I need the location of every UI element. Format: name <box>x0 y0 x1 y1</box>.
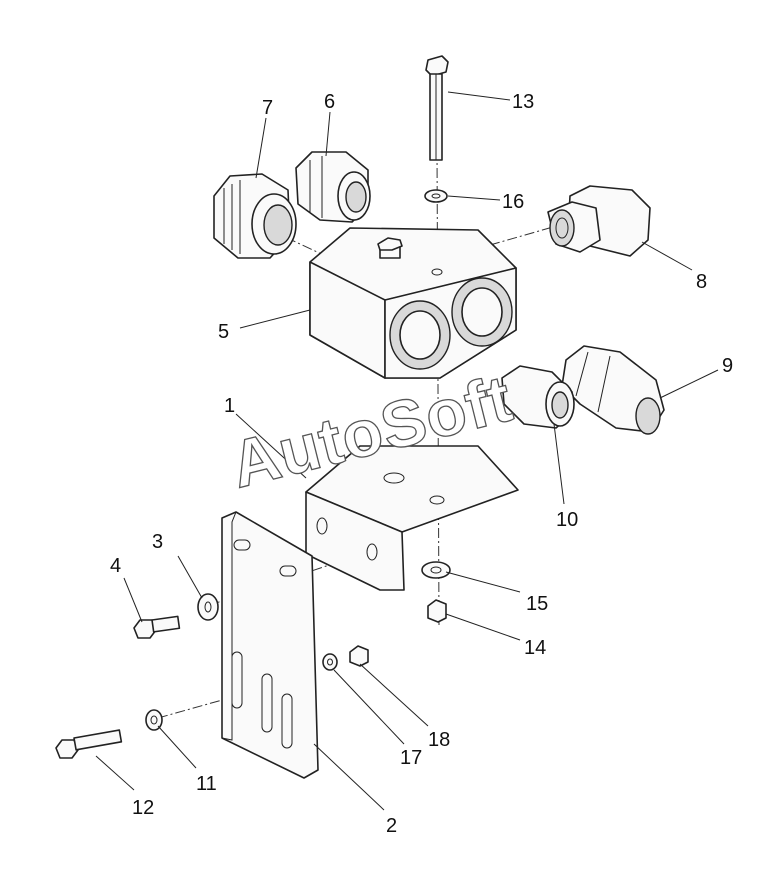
callout-1: 1 <box>224 395 235 417</box>
part-8-fitting <box>547 185 651 257</box>
part-1-bracket <box>305 445 519 591</box>
callout-4: 4 <box>110 555 121 577</box>
part-11-washer <box>145 709 163 731</box>
part-16-washer <box>424 189 448 203</box>
port-axis-right <box>489 224 561 246</box>
part-14-nut <box>427 599 447 623</box>
callout-15: 15 <box>526 593 548 615</box>
callout-16: 16 <box>502 191 524 213</box>
callout-14: 14 <box>524 637 546 659</box>
part-12-bolt <box>55 729 123 759</box>
callout-13: 13 <box>512 91 534 113</box>
callout-2: 2 <box>386 815 397 837</box>
callout-17: 17 <box>400 747 422 769</box>
leader-lines <box>95 91 719 811</box>
callout-labels: 7 6 13 16 8 5 9 1 10 3 4 15 14 18 17 11 … <box>110 91 733 837</box>
callout-12: 12 <box>132 797 154 819</box>
part-2-plate <box>221 511 319 779</box>
part-7-fitting <box>213 173 297 259</box>
callout-8: 8 <box>696 271 707 293</box>
port-axis-left <box>269 229 421 301</box>
part-9-fitting <box>561 345 665 435</box>
callout-10: 10 <box>556 509 578 531</box>
part-4-bolt <box>133 615 181 639</box>
callout-7: 7 <box>262 97 273 119</box>
part-15-washer <box>421 561 451 579</box>
part-6-fitting <box>295 151 371 223</box>
part-10-fitting <box>501 365 575 429</box>
callout-11: 11 <box>196 773 217 795</box>
callout-18: 18 <box>428 729 450 751</box>
part-13-bolt <box>425 55 449 161</box>
part-3-washer <box>197 593 219 621</box>
callout-6: 6 <box>324 91 335 113</box>
plate-axis <box>157 694 241 719</box>
callout-9: 9 <box>722 355 733 377</box>
part-5-valve-block <box>309 227 517 379</box>
callout-5: 5 <box>218 321 229 343</box>
part-17-washer <box>322 653 338 671</box>
part-18-nut <box>349 645 369 667</box>
callout-3: 3 <box>152 531 163 553</box>
